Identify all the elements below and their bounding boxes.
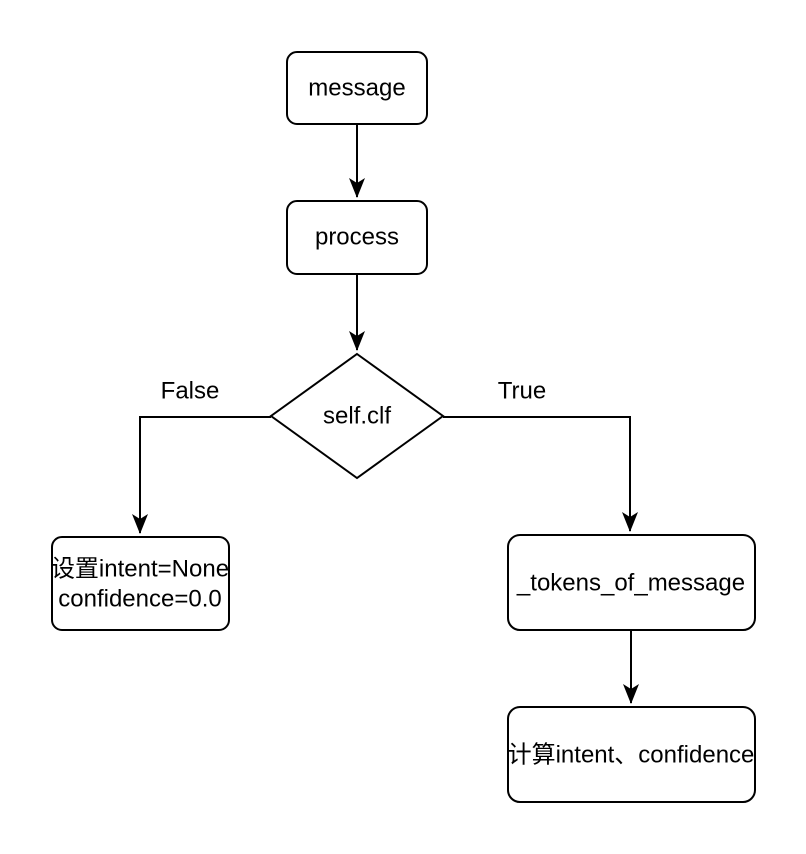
- edge-label-false: False: [161, 378, 220, 405]
- node-compute-label: 计算intent、confidence: [508, 742, 755, 769]
- edge-label-true: True: [498, 378, 546, 405]
- node-set-defaults-label-line1: 设置intent=None: [51, 556, 229, 583]
- node-message-label: message: [308, 75, 405, 102]
- node-compute-shape: [507, 706, 756, 803]
- node-tokens-of-message: _tokens_of_message: [507, 534, 756, 631]
- node-set-defaults-shape: [51, 536, 230, 631]
- node-set-defaults: 设置intent=None confidence=0.0: [51, 536, 230, 631]
- node-tokens-of-message-shape: [507, 534, 756, 631]
- node-decision-label: self.clf: [323, 403, 391, 430]
- node-process-label: process: [315, 224, 399, 251]
- node-tokens-of-message-label: _tokens_of_message: [516, 570, 745, 597]
- node-set-defaults-label-line2: confidence=0.0: [58, 586, 221, 613]
- node-message: message: [286, 51, 428, 125]
- edge-decision-true-to-tokens: [443, 416, 638, 532]
- node-decision-shape: [269, 352, 445, 480]
- node-process-shape: [286, 200, 428, 275]
- node-decision: self.clf: [269, 352, 445, 480]
- edge-decision-false-to-set-defaults: [132, 416, 271, 534]
- node-compute: 计算intent、confidence: [507, 706, 756, 803]
- node-process: process: [286, 200, 428, 275]
- node-message-shape: [286, 51, 428, 125]
